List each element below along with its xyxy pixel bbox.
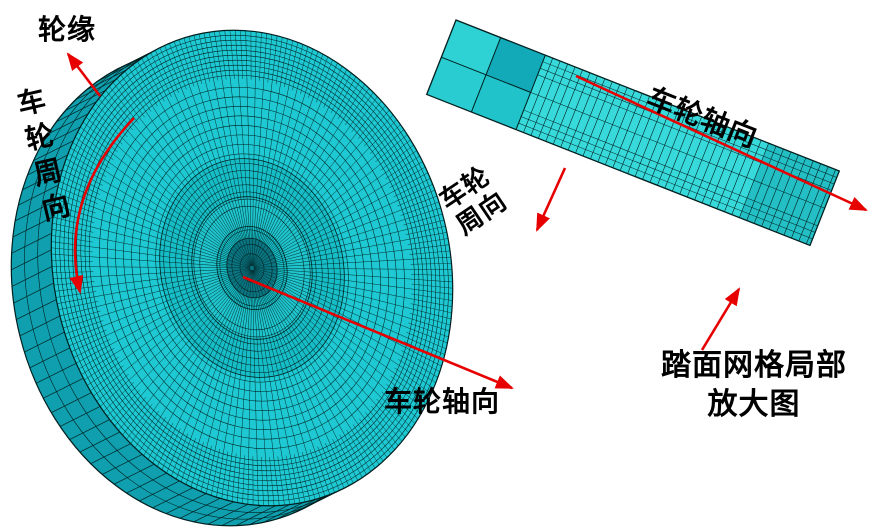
wheel-axial-arrow: [242, 275, 514, 390]
zoom-caption-line2: 放大图: [707, 387, 801, 422]
wheel-axial-label: 车轮轴向: [384, 385, 501, 418]
flange-arrow: [66, 52, 102, 97]
annotation-arrows: [66, 52, 868, 390]
zoom-callout-arrow: [700, 287, 741, 351]
flange-label: 轮缘: [38, 13, 97, 46]
strip-axial-arrow: [575, 74, 868, 212]
wheel-mesh-graphic: [10, 29, 454, 527]
zoom-caption-line1: 踏面网格局部: [661, 348, 847, 383]
tread-strip-graphic: [425, 19, 841, 247]
zoom-caption: 踏面网格局部 放大图: [638, 346, 870, 424]
wheel-circumferential-arrow: [69, 117, 135, 294]
strip-circumferential-arrow: [535, 167, 567, 232]
